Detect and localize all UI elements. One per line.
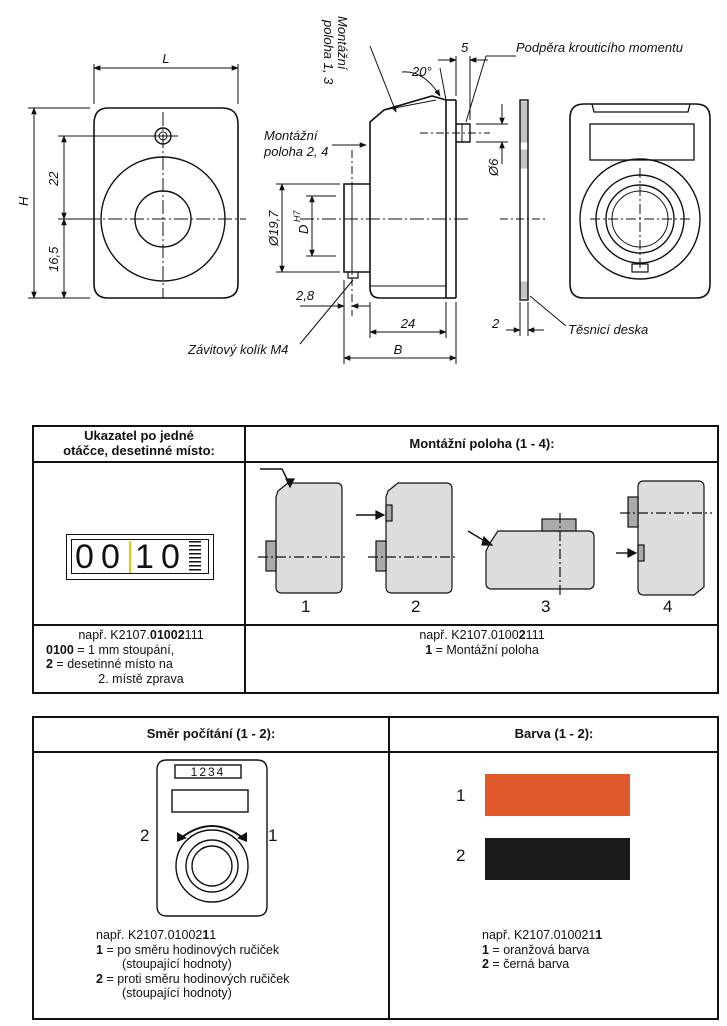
color-note-l2-bold: 1	[482, 942, 489, 957]
position-2	[356, 482, 458, 594]
label-montazni-2-4-b: poloha 2, 4	[263, 144, 328, 159]
digit-0a: 0	[75, 538, 96, 576]
dir-note-l3: (stoupající hodnoty)	[122, 957, 232, 971]
note-left-l4: 2. místě zprava	[98, 671, 184, 686]
digit-0c: 0	[161, 538, 180, 576]
table1-head-right: Montážní poloha (1 - 4):	[409, 436, 555, 451]
color-note-l2-post: = oranžová barva	[488, 942, 590, 957]
dim-D: D	[296, 225, 311, 234]
dim-6: Ø6	[486, 158, 501, 177]
head-left-line2: otáčce, desetinné místo:	[63, 443, 215, 458]
dir-note-l4-post: = proti směru hodinových ručiček	[102, 971, 290, 986]
color-note-l1-bold: 1	[595, 928, 603, 942]
technical-drawing: L H 22 16,5 5 20° Ø19,7 D H7 Ø6 2,8 24 B…	[16, 16, 711, 364]
position-label-2: 2	[411, 597, 421, 616]
table2-divider	[388, 716, 390, 1020]
table2-head-line	[32, 751, 719, 753]
dim-20-deg: 20°	[411, 64, 432, 79]
digit-display-inner	[71, 539, 209, 574]
note-right-l1-post: 111	[525, 628, 545, 642]
digit-display: 0 0 1 0	[66, 534, 214, 580]
label-tesnici-deska: Těsnicí deska	[568, 322, 648, 337]
direction-label-2: 2	[140, 826, 150, 845]
note-left-l2-post: = 1 mm stoupání,	[73, 642, 175, 657]
color-note-l3-bold: 2	[482, 957, 489, 971]
position-label-1: 1	[301, 597, 311, 616]
note-right-l1-bold: 2	[518, 628, 526, 642]
color-note-l3-post: = černá barva	[488, 957, 570, 971]
note-right-l1-pre: např. K2107.0100	[419, 628, 519, 642]
color-swatch-orange	[485, 774, 630, 816]
head-left-line1: Ukazatel po jedné	[84, 428, 194, 443]
dim-5: 5	[461, 40, 469, 55]
table1-head-left: Ukazatel po jedné otáčce, desetinné míst…	[34, 428, 244, 458]
note-right-l2-post: = Montážní poloha	[432, 642, 539, 657]
color-note-l1-pre: např. K2107.010021	[482, 928, 596, 942]
note-left-l1-bold2: 2	[177, 628, 185, 642]
table1-note-right: např. K2107.01002111 1 = Montážní poloha	[246, 628, 718, 657]
dir-note-l2-post: = po směru hodinových ručiček	[102, 942, 280, 957]
position-4	[616, 480, 712, 596]
label-montazni-1-3-a: Montážní	[335, 16, 350, 71]
dir-note-l2-bold: 1	[96, 942, 103, 957]
digit-1: 1	[135, 538, 154, 576]
dir-note-l1-post: 1	[209, 928, 217, 942]
dim-2: 2	[491, 316, 500, 331]
note-left-l2-bold: 0100	[46, 642, 74, 657]
dim-22: 22	[46, 171, 61, 187]
table2-head-left: Směr počítání (1 - 2):	[146, 726, 276, 741]
mounting-positions	[258, 468, 712, 596]
sealing-plate	[500, 99, 567, 336]
digit-0b: 0	[101, 538, 120, 576]
table1-divider	[244, 425, 246, 694]
note-left-l1-pre: např. K2107.	[78, 628, 150, 642]
position-label-4: 4	[663, 597, 673, 616]
decimal-marker	[129, 541, 131, 573]
dim-24: 24	[400, 316, 415, 331]
note-left-l3-post: = desetinné místo na	[52, 657, 173, 671]
dim-H7: H7	[292, 210, 302, 222]
table-direction-color	[32, 716, 719, 1020]
table2-note-left: např. K2107.0100211 1 = po směru hodinov…	[96, 928, 386, 1001]
position-label-3: 3	[541, 597, 551, 616]
dim-L: L	[162, 51, 169, 66]
table1-note-left: např. K2107.01002111 0100 = 1 mm stoupán…	[38, 628, 244, 686]
table1-head-line	[32, 461, 719, 463]
dim-B: B	[394, 342, 403, 357]
note-right-l2-bold: 1	[425, 642, 433, 657]
color-swatch-black	[485, 838, 630, 880]
color-label-2: 2	[456, 846, 466, 865]
side-view	[276, 45, 516, 364]
scale-marks	[189, 541, 201, 573]
dir-note-l5: (stoupající hodnoty)	[122, 986, 232, 1000]
label-zavitovy-kolik: Závitový kolík M4	[187, 342, 288, 357]
counter-digits: 1234	[191, 765, 226, 779]
note-left-l3-bold: 2	[46, 657, 53, 671]
position-3	[467, 513, 595, 595]
dir-note-l4-bold: 2	[96, 971, 103, 986]
front-view	[28, 64, 246, 299]
table2-head-right: Barva (1 - 2):	[514, 726, 594, 741]
dim-16-5: 16,5	[46, 246, 61, 272]
dim-2-8: 2,8	[295, 288, 315, 303]
dir-note-l1-pre: např. K2107.01002	[96, 928, 203, 942]
label-montazni-1-3-b: poloha 1, 3	[321, 19, 336, 85]
label-podpera: Podpěra krouticího momentu	[516, 40, 683, 55]
right-view	[569, 103, 711, 299]
color-label-1: 1	[456, 786, 466, 805]
dim-H: H	[16, 196, 31, 206]
note-left-l1-post: 111	[184, 628, 204, 642]
dir-note-l1-bold: 1	[202, 928, 210, 942]
position-1	[258, 468, 348, 594]
table2-note-right: např. K2107.0100211 1 = oranžová barva 2…	[482, 928, 712, 972]
dim-19-7: Ø19,7	[266, 210, 281, 247]
counting-direction-device: 1234	[156, 759, 268, 917]
table1-foot-line	[32, 624, 719, 626]
table-positions	[32, 425, 719, 694]
direction-label-1: 1	[268, 826, 278, 845]
label-montazni-2-4-a: Montážní	[264, 128, 319, 143]
note-left-l1-bold: 0100	[149, 628, 178, 642]
